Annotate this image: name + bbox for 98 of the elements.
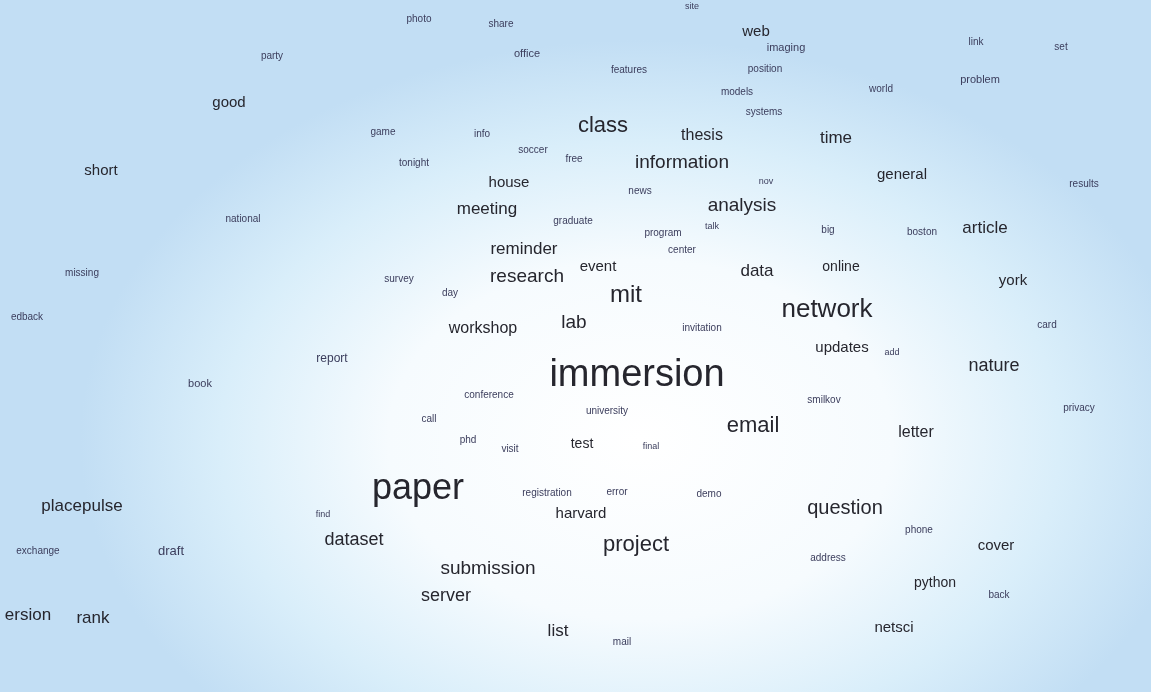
word: book bbox=[188, 377, 212, 389]
word: set bbox=[1054, 42, 1068, 52]
word: imaging bbox=[766, 41, 806, 53]
word: data bbox=[740, 261, 774, 279]
word: info bbox=[473, 129, 491, 139]
word: models bbox=[720, 87, 754, 97]
word: article bbox=[962, 218, 1008, 236]
word: boston bbox=[907, 227, 937, 237]
word: game bbox=[370, 127, 396, 137]
word: conference bbox=[464, 390, 514, 400]
word: list bbox=[547, 621, 569, 639]
word: privacy bbox=[1063, 403, 1095, 413]
word: day bbox=[441, 288, 459, 298]
word: updates bbox=[815, 338, 869, 354]
word: netsci bbox=[874, 618, 914, 634]
word: talk bbox=[705, 221, 719, 231]
word: final bbox=[642, 441, 660, 451]
word: letter bbox=[898, 424, 934, 440]
word: submission bbox=[440, 557, 536, 577]
word: online bbox=[822, 259, 860, 273]
word: nature bbox=[968, 356, 1020, 374]
word: mail bbox=[612, 637, 632, 647]
word: york bbox=[998, 271, 1028, 287]
word: missing bbox=[65, 268, 99, 278]
word: program bbox=[644, 228, 682, 238]
word: registration bbox=[522, 488, 572, 498]
word: web bbox=[742, 22, 770, 38]
word: free bbox=[565, 154, 583, 164]
word: graduate bbox=[553, 216, 593, 226]
word: ersion bbox=[4, 605, 52, 623]
word: class bbox=[577, 114, 629, 136]
word: house bbox=[488, 173, 530, 189]
word: time bbox=[819, 128, 853, 146]
word: soccer bbox=[518, 145, 548, 155]
word: lab bbox=[561, 311, 587, 331]
word: good bbox=[212, 93, 246, 109]
word: question bbox=[807, 497, 883, 517]
word: general bbox=[877, 165, 927, 181]
word: national bbox=[225, 214, 261, 224]
word: research bbox=[490, 265, 564, 285]
word: python bbox=[914, 575, 956, 589]
word: tonight bbox=[399, 158, 429, 168]
word: information bbox=[635, 151, 729, 171]
word: call bbox=[421, 414, 437, 424]
word: dataset bbox=[324, 530, 384, 548]
word: error bbox=[606, 487, 628, 497]
word: email bbox=[726, 414, 780, 436]
word: find bbox=[315, 509, 331, 519]
word: report bbox=[316, 352, 348, 364]
word: world bbox=[869, 84, 893, 94]
word: analysis bbox=[707, 194, 777, 214]
word: invitation bbox=[682, 323, 722, 333]
word: exchange bbox=[16, 546, 60, 556]
word: share bbox=[488, 19, 514, 29]
word: network bbox=[781, 295, 873, 321]
word: draft bbox=[158, 543, 184, 557]
word: placepulse bbox=[41, 496, 123, 514]
word: site bbox=[685, 1, 699, 11]
word: photo bbox=[406, 14, 432, 24]
word: event bbox=[579, 257, 617, 273]
word: reminder bbox=[490, 239, 558, 257]
word: survey bbox=[384, 274, 414, 284]
word: office bbox=[513, 47, 541, 59]
word: phone bbox=[905, 525, 933, 535]
word: demo bbox=[696, 489, 722, 499]
word: project bbox=[603, 533, 669, 555]
word: harvard bbox=[555, 504, 607, 520]
word: link bbox=[968, 37, 984, 47]
word: paper bbox=[371, 469, 465, 505]
word: mit bbox=[610, 282, 642, 306]
word: edback bbox=[10, 312, 44, 322]
word: news bbox=[628, 186, 652, 196]
word: smilkov bbox=[807, 395, 841, 405]
word: party bbox=[260, 51, 284, 61]
word: address bbox=[810, 553, 846, 563]
word: meeting bbox=[456, 199, 518, 217]
word: card bbox=[1037, 320, 1057, 330]
word: nov bbox=[758, 176, 774, 186]
word: systems bbox=[745, 107, 783, 117]
word: features bbox=[610, 65, 648, 75]
word: add bbox=[884, 347, 900, 357]
word: immersion bbox=[549, 354, 725, 392]
word: workshop bbox=[448, 320, 518, 336]
word: results bbox=[1069, 179, 1099, 189]
word: problem bbox=[960, 73, 1000, 85]
word: university bbox=[585, 406, 629, 416]
word: phd bbox=[459, 435, 477, 445]
word: cover bbox=[977, 536, 1015, 552]
word: center bbox=[668, 245, 696, 255]
word: short bbox=[84, 161, 118, 177]
word: test bbox=[570, 436, 594, 450]
word: thesis bbox=[681, 127, 723, 143]
word: server bbox=[421, 586, 471, 604]
word: big bbox=[821, 225, 835, 235]
word: rank bbox=[76, 608, 110, 626]
word: visit bbox=[501, 444, 519, 454]
word: position bbox=[747, 64, 783, 74]
word: back bbox=[988, 590, 1010, 600]
